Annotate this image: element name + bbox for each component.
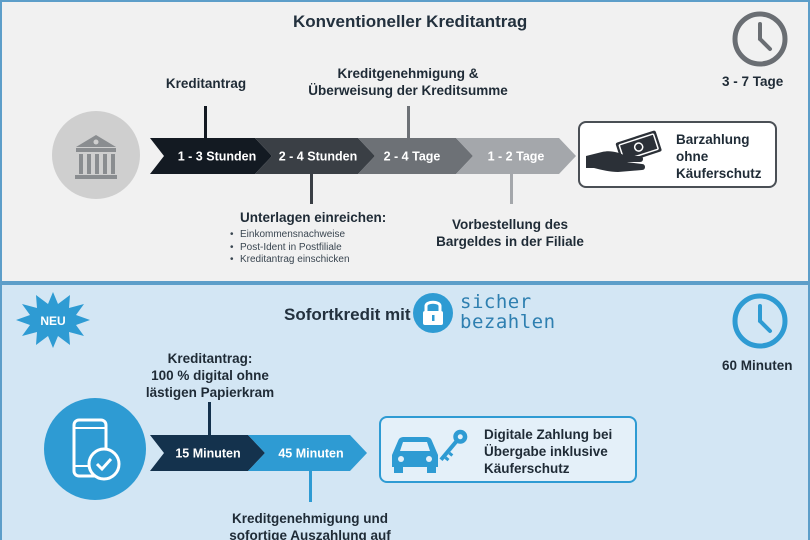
step-label: 15 Minuten — [175, 447, 240, 461]
step-chevron — [150, 138, 272, 174]
cash-hand-icon — [586, 130, 662, 172]
sofortkredit-timeline: 15 Minuten 45 Minuten — [150, 435, 367, 471]
connector-line — [310, 172, 313, 204]
conventional-duration: 3 - 7 Tage — [722, 74, 784, 89]
label-kreditantrag-digital: Kreditantrag: 100 % digital ohne lästige… — [145, 351, 275, 400]
conventional-result-text: Barzahlung ohne Käuferschutz — [676, 132, 762, 181]
list-item: Einkommensnachweise — [230, 229, 350, 242]
sofortkredit-result-text: Digitale Zahlung bei Übergabe inklusive … — [484, 427, 613, 476]
step-chevron — [248, 435, 367, 471]
clock-icon — [732, 293, 788, 349]
new-badge: NEU — [16, 292, 90, 348]
step-label: 45 Minuten — [278, 447, 343, 461]
car-key-icon — [392, 429, 468, 473]
step-label: 1 - 2 Tage — [488, 150, 545, 164]
connector-line — [309, 470, 312, 502]
label-kreditgenehmigung-sofort: Kreditgenehmigung und sofortige Auszahlu… — [229, 511, 391, 540]
logo-text-top: sicher — [460, 291, 532, 313]
connector-line — [510, 172, 513, 204]
connector-line — [204, 106, 207, 140]
step-chevron — [150, 435, 265, 471]
sofortkredit-duration: 60 Minuten — [722, 358, 793, 373]
new-badge-label: NEU — [40, 314, 65, 328]
label-vorbestellung: Vorbestellung des Bargeldes in der Filia… — [436, 217, 584, 249]
unterlagen-list: Einkommensnachweise Post-Ident in Postfi… — [230, 229, 350, 267]
label-unterlagen: Unterlagen einreichen: — [240, 210, 387, 225]
step-label: 2 - 4 Tage — [384, 150, 441, 164]
step-label: 2 - 4 Stunden — [279, 150, 357, 164]
sofortkredit-panel — [0, 283, 810, 540]
bank-icon — [52, 111, 140, 199]
step-chevron — [255, 138, 375, 174]
conventional-title: Konventioneller Kreditantrag — [293, 12, 528, 31]
step-label: 1 - 3 Stunden — [178, 150, 256, 164]
connector-line — [208, 402, 211, 436]
conventional-timeline: 1 - 3 Stunden 2 - 4 Stunden 2 - 4 Tage 1… — [150, 138, 576, 174]
step-chevron — [456, 138, 576, 174]
smartphone-check-icon — [44, 398, 146, 500]
label-kreditantrag: Kreditantrag — [165, 76, 247, 91]
connector-line — [407, 106, 410, 140]
list-item: Kreditantrag einschicken — [230, 254, 350, 267]
step-chevron — [358, 138, 473, 174]
clock-icon — [732, 11, 788, 67]
list-item: Post-Ident in Postfiliale — [230, 242, 350, 255]
lock-icon — [413, 293, 453, 333]
logo-text-bottom: bezahlen — [460, 311, 556, 333]
sicher-bezahlen-logo: sicher bezahlen — [460, 292, 556, 332]
label-kreditgenehmigung: Kreditgenehmigung & Überweisung der Kred… — [308, 66, 508, 98]
sofortkredit-title: Sofortkredit mit — [284, 305, 411, 324]
